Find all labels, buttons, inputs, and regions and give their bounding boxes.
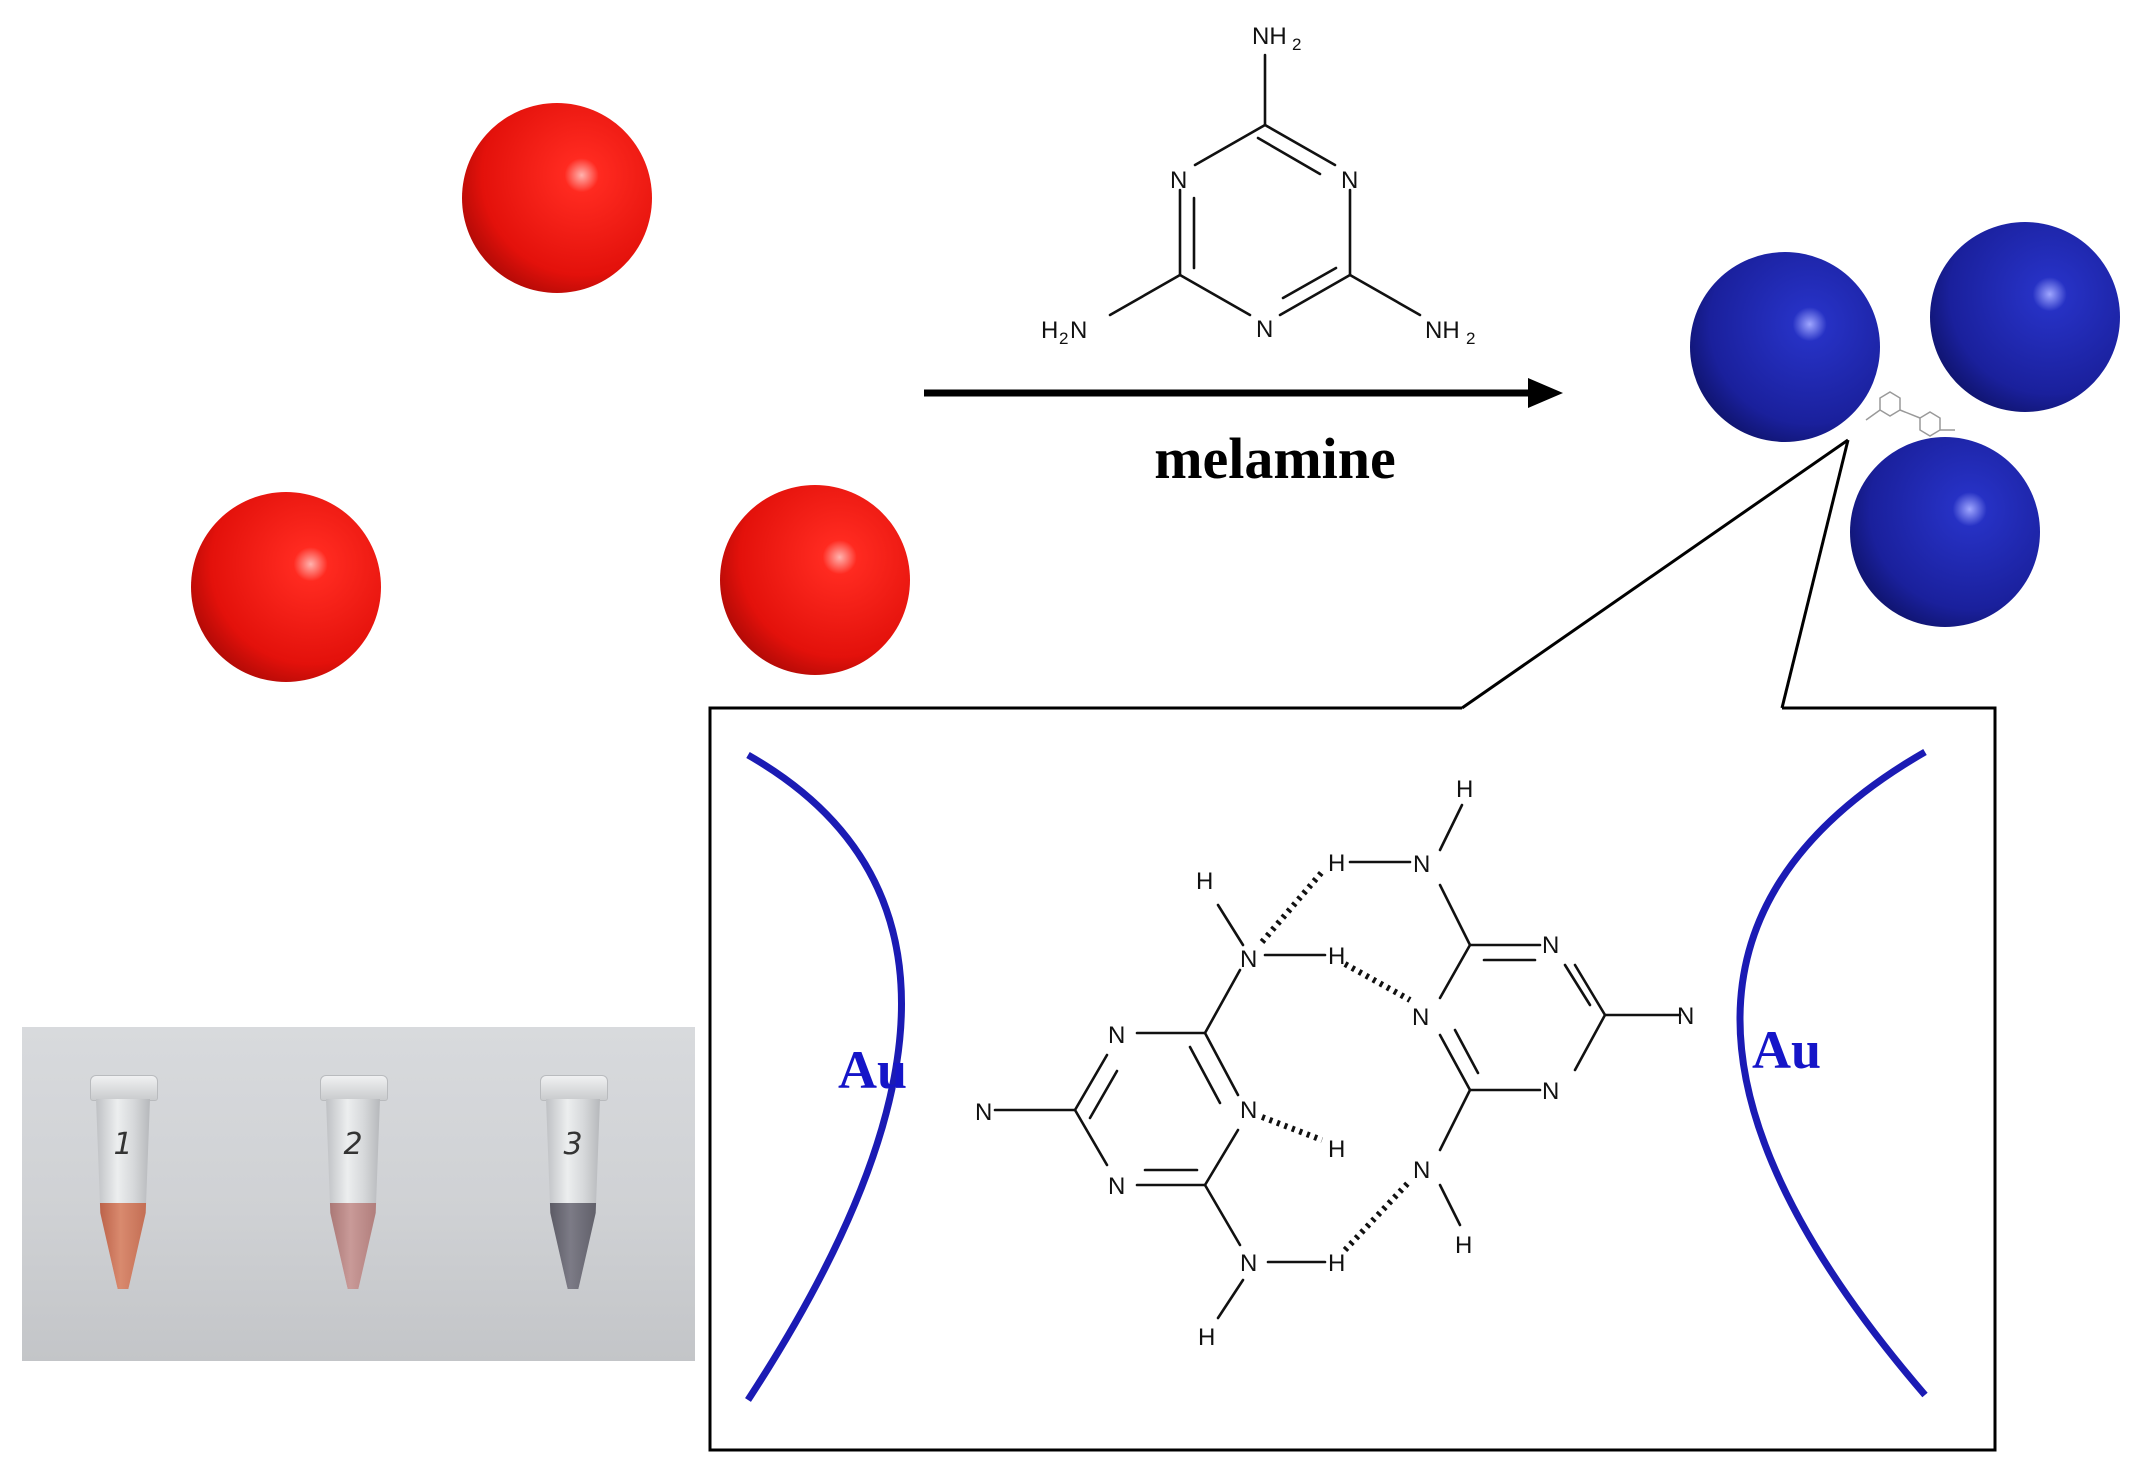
tube-number: 3 <box>563 1127 583 1162</box>
tube-liquid <box>96 1203 150 1289</box>
melamine-structure-top: NH 2 N N N H 2 N NH 2 <box>1041 23 1475 348</box>
melamine-right-inset: N N N N N H H N H H <box>1328 776 1694 1259</box>
blue-nanoparticle-right <box>1930 222 2120 412</box>
red-nanoparticle-left <box>191 492 381 682</box>
tube-cap <box>540 1075 608 1101</box>
nh2-top-sub: 2 <box>1292 35 1301 54</box>
blue-nanoparticle-bottom <box>1850 437 2040 627</box>
tube-1: 1 <box>84 1075 162 1361</box>
red-nanoparticle-top <box>462 103 652 293</box>
tube-liquid <box>546 1203 600 1289</box>
amine-n-l-bottom: N <box>1240 1250 1257 1277</box>
amine-n-r-top: N <box>1413 851 1430 878</box>
au-surface-right-arc <box>1736 748 1928 1398</box>
tube-cap <box>320 1075 388 1101</box>
h2n-left-sub: 2 <box>1059 329 1068 348</box>
amine-h-l-top-b: H <box>1328 943 1345 970</box>
sample-tubes-photo: 1 2 3 <box>22 1027 695 1361</box>
ring-n-r3: N <box>1542 1078 1559 1105</box>
amine-n-l-top: N <box>1240 946 1257 973</box>
tiny-melamine-icon <box>1865 391 1955 437</box>
ring-n-r2: N <box>1412 1004 1429 1031</box>
ring-n-l1: N <box>1108 1022 1125 1049</box>
ring-n-bottom: N <box>1256 316 1273 343</box>
h2n-left-n: N <box>1070 317 1087 344</box>
nh2-right-sub: 2 <box>1466 329 1475 348</box>
nh2-right-main: NH <box>1425 317 1460 344</box>
amine-h-r-bottom-a: H <box>1328 1136 1345 1163</box>
ring-n-top-left: N <box>1170 167 1187 194</box>
amine-h-r-top-a: H <box>1328 850 1345 877</box>
tube-3: 3 <box>534 1075 612 1361</box>
amine-h-r-top-b: H <box>1456 776 1473 803</box>
amine-h-l-bottom-b: H <box>1198 1324 1215 1351</box>
inset-detail-box: Au Au N N N N N H H N <box>708 706 1997 1452</box>
hydrogen-bonds <box>1259 870 1412 1253</box>
n-anchor-left: N <box>975 1099 992 1126</box>
reaction-arrow <box>924 378 1563 408</box>
zoom-callout <box>1461 438 1850 710</box>
au-label-right: Au <box>1752 1020 1821 1080</box>
arrow-label-melamine: melamine <box>1154 426 1396 491</box>
melamine-left-inset: N N N N N H H N H H <box>975 868 1345 1351</box>
tube-2: 2 <box>314 1075 392 1361</box>
ring-n-top-right: N <box>1341 167 1358 194</box>
tube-number: 1 <box>113 1127 133 1162</box>
amine-h-l-top-a: H <box>1196 868 1213 895</box>
red-nanoparticle-right <box>720 485 910 675</box>
amine-n-r-bottom: N <box>1413 1157 1430 1184</box>
ring-n-r1: N <box>1542 932 1559 959</box>
ring-n-l2: N <box>1240 1097 1257 1124</box>
amine-h-l-bottom-a: H <box>1328 1250 1345 1277</box>
n-anchor-right: N <box>1677 1003 1694 1030</box>
tube-cap <box>90 1075 158 1101</box>
blue-nanoparticle-left <box>1690 252 1880 442</box>
tube-liquid <box>326 1203 380 1289</box>
tube-number: 2 <box>343 1127 363 1162</box>
au-label-left: Au <box>838 1040 907 1100</box>
h2n-left-h: H <box>1041 317 1058 344</box>
au-surface-left-arc <box>745 751 905 1402</box>
ring-n-l3: N <box>1108 1173 1125 1200</box>
amine-h-r-bottom-b: H <box>1455 1232 1472 1259</box>
nh2-top-main: NH <box>1252 23 1287 50</box>
